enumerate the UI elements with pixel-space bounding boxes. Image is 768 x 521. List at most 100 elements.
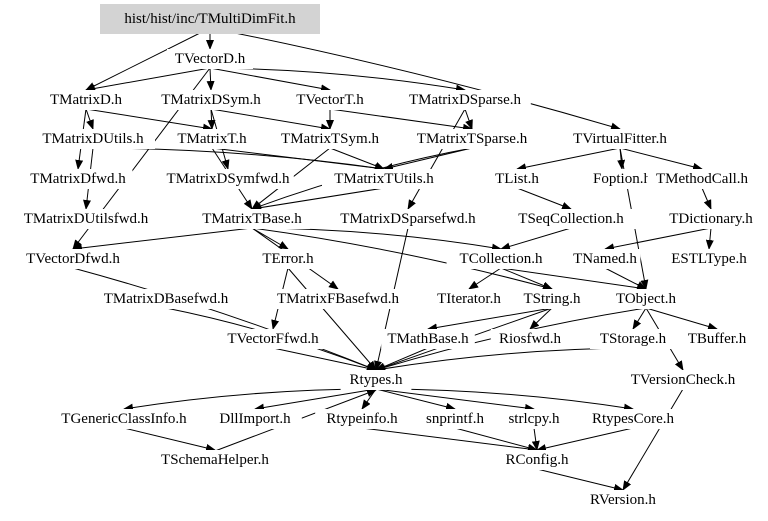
node-box [485,169,549,189]
edge-strlcpy-h-to-rconfig-h [531,427,540,451]
node-label: TMatrixDSparsefwd.h [340,211,476,227]
node-strlcpy-h[interactable]: strlcpy.h [494,409,574,429]
node-label: Rtypes.h [350,372,403,388]
node-box [167,49,253,69]
node-titerator-h[interactable]: TIterator.h [422,289,516,309]
node-box [666,249,752,269]
node-tnamed-h[interactable]: TNamed.h [569,249,641,269]
node-tmatrixdsparsefwd-h[interactable]: TMatrixDSparsefwd.h [330,209,486,229]
node-label: TSeqCollection.h [518,211,624,227]
edge-tmatrixtutils-h-to-tmatrixtbase-h [251,187,385,212]
node-tvectordfwd-h[interactable]: TVectorDfwd.h [18,249,128,269]
edge-tmatrixd-h-to-tmatrixdutils-h [85,108,94,130]
node-tvectorffwd-h[interactable]: TVectorFfwd.h [218,329,328,349]
node-label: TVectorDfwd.h [26,251,120,267]
node-rtypescore-h[interactable]: RtypesCore.h [582,409,684,429]
node-box [156,90,266,110]
root-node[interactable]: hist/hist/inc/TMultiDimFit.h [100,4,320,34]
node-tdictionary-h[interactable]: TDictionary.h [656,209,766,229]
edge-tcollection-h-to-titerator-h [468,267,502,290]
node-box [275,129,385,149]
node-box [153,450,277,470]
node-box [582,409,684,429]
node-label: TBuffer.h [688,331,747,347]
node-tversioncheck-h[interactable]: TVersionCheck.h [621,370,745,390]
node-snprintf-h[interactable]: snprintf.h [412,409,498,429]
edge-rtypes-h-to-snprintf-h [375,388,456,411]
edge-tmethodcall-h-to-tdictionary-h [701,187,712,210]
node-terror-h[interactable]: TError.h [252,249,324,269]
node-label: TVectorFfwd.h [227,331,319,347]
node-tmathbase-h[interactable]: TMathBase.h [381,329,475,349]
node-tgenericclassinfo-h[interactable]: TGenericClassInfo.h [46,409,202,429]
node-tstring-h[interactable]: TString.h [512,289,592,309]
edge-tversioncheck-h-to-rversion-h [622,388,684,491]
node-label: TString.h [523,291,581,307]
node-label: TMatrixDSparse.h [409,92,522,108]
edge-snprintf-h-to-rconfig-h [454,427,538,452]
node-tmatrixtsym-h[interactable]: TMatrixTSym.h [275,129,385,149]
node-tmatrixdsymfwd-h[interactable]: TMatrixDSymfwd.h [162,169,294,189]
node-dllimport-h[interactable]: DllImport.h [208,409,302,429]
node-box [621,370,745,390]
edge-tmatrixdsym-h-to-tmatrixtsym-h [210,108,331,132]
node-box [582,169,662,189]
node-box [208,409,302,429]
node-tmethodcall-h[interactable]: TMethodCall.h [647,169,757,189]
node-tmatrixt-h[interactable]: TMatrixT.h [169,129,255,149]
node-label: TMatrixTBase.h [202,211,302,227]
node-tobject-h[interactable]: TObject.h [606,289,686,309]
node-tmatrixdutils-h[interactable]: TMatrixDUtils.h [31,129,155,149]
edge-tobject-h-to-tstorage-h [632,307,647,330]
node-rconfig-h[interactable]: RConfig.h [497,450,577,470]
node-tstorage-h[interactable]: TStorage.h [590,329,676,349]
edge-tstring-h-to-tmathbase-h [427,307,553,332]
node-box [322,169,446,189]
edge-tvectord-h-to-tmatrixd-h [85,67,211,93]
node-box [340,370,412,390]
node-box [446,249,556,269]
node-tlist-h[interactable]: TList.h [485,169,549,189]
node-box [512,289,592,309]
node-tmatrixtutils-h[interactable]: TMatrixTUtils.h [322,169,446,189]
node-label: hist/hist/inc/TMultiDimFit.h [124,11,296,27]
node-tbuffer-h[interactable]: TBuffer.h [677,329,757,349]
node-label: TVectorT.h [296,92,364,108]
edge-tmatrixt-h-to-tmatrixtutils-h [211,147,385,172]
node-rtypes-h[interactable]: Rtypes.h [340,370,412,390]
node-tmatrixdbasefwd-h[interactable]: TMatrixDBasefwd.h [96,289,236,309]
node-tmatrixdsparse-h[interactable]: TMatrixDSparse.h [399,90,531,110]
node-tmatrixdsym-h[interactable]: TMatrixDSym.h [156,90,266,110]
node-label: TMatrixDBasefwd.h [104,291,229,307]
node-label: TSchemaHelper.h [161,452,269,468]
node-tmatrixd-h[interactable]: TMatrixD.h [43,90,129,110]
node-tmatrixfbasefwd-h[interactable]: TMatrixFBasefwd.h [268,289,408,309]
node-estltype-h[interactable]: ESTLType.h [666,249,752,269]
node-tmatrixtsparse-h[interactable]: TMatrixTSparse.h [406,129,538,149]
node-rversion-h[interactable]: RVersion.h [580,490,666,510]
node-riosfwd-h[interactable]: Riosfwd.h [490,329,570,349]
node-tcollection-h[interactable]: TCollection.h [446,249,556,269]
node-box [43,90,129,110]
nodes: hist/hist/inc/TMultiDimFit.hTVectorD.hTM… [12,4,766,510]
node-tvectord-h[interactable]: TVectorD.h [167,49,253,69]
edge-tlist-h-to-tseqcollection-h [516,187,572,210]
node-label: TNamed.h [573,251,637,267]
node-box [569,249,641,269]
node-foption-h[interactable]: Foption.h [582,169,662,189]
node-tmatrixdutilsfwd-h[interactable]: TMatrixDUtilsfwd.h [12,209,160,229]
node-box [381,329,475,349]
node-tmatrixtbase-h[interactable]: TMatrixTBase.h [193,209,311,229]
node-tmatrixdfwd-h[interactable]: TMatrixDfwd.h [23,169,133,189]
node-box [647,169,757,189]
node-tschemahelper-h[interactable]: TSchemaHelper.h [153,450,277,470]
edge-tmatrixd-h-to-tmatrixt-h [85,108,213,132]
node-tvirtualfitter-h[interactable]: TVirtualFitter.h [554,129,686,149]
node-box [193,209,311,229]
node-label: TMathBase.h [387,331,469,347]
edge-hist-hist-inc-tmultidimfit-h-to-tvirtualfitter-h [209,27,621,131]
node-tvectort-h[interactable]: TVectorT.h [287,90,373,110]
node-rtypeinfo-h[interactable]: Rtypeinfo.h [315,409,409,429]
node-label: strlcpy.h [508,411,560,427]
node-tseqcollection-h[interactable]: TSeqCollection.h [505,209,637,229]
